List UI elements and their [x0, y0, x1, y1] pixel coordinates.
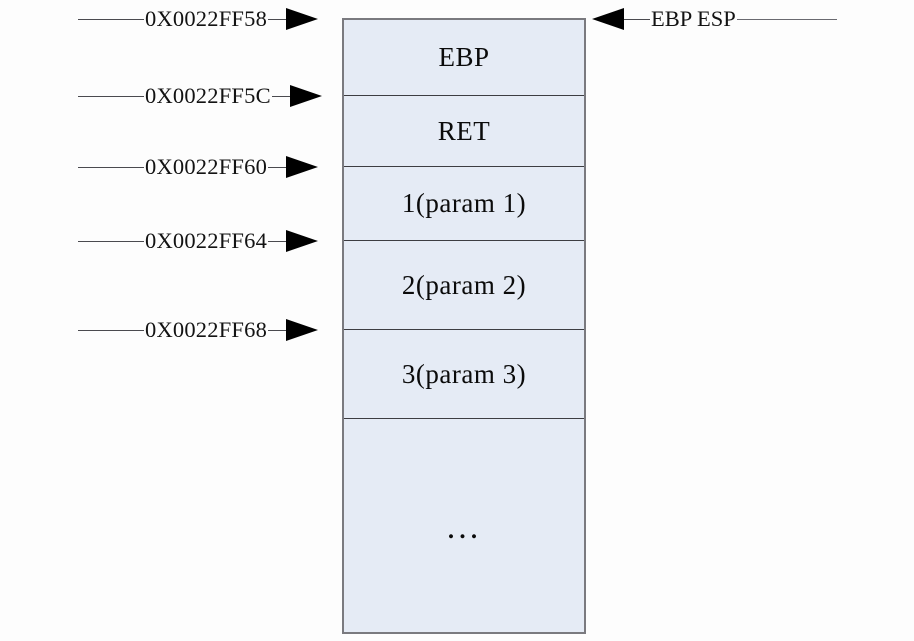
leader-line-segment: [268, 329, 287, 331]
leader-line-segment: [78, 329, 144, 331]
arrow-right-icon: [286, 319, 319, 341]
address-label: 0X0022FF5C: [145, 83, 271, 108]
stack-cell-label: 3(param 3): [401, 358, 527, 389]
register-label: EBP ESP: [651, 6, 736, 31]
leader-line-segment: [78, 18, 144, 20]
stack-cell-label: RET: [437, 115, 491, 146]
stack-cell-ebp: EBP: [344, 20, 584, 96]
leader-line-segment: [268, 166, 287, 168]
arrow-left-icon: [592, 8, 624, 30]
ellipsis-icon: ...: [446, 509, 482, 546]
stack-cell-label: 2(param 2): [401, 269, 527, 300]
address-leader-1: 0X0022FF5C: [0, 79, 322, 113]
arrow-right-icon: [286, 8, 319, 30]
leader-line-segment: [624, 18, 650, 20]
leader-line-segment: [268, 240, 287, 242]
leader-line-segment: [78, 166, 144, 168]
arrow-right-icon: [289, 85, 322, 107]
address-label: 0X0022FF68: [145, 317, 268, 342]
address-label: 0X0022FF58: [145, 6, 268, 31]
stack-cell-param-2: 2(param 2): [344, 241, 584, 330]
stack-cell-label: 1(param 1): [401, 188, 527, 218]
address-label: 0X0022FF64: [145, 228, 268, 253]
stack-cell-param-3: 3(param 3): [344, 330, 584, 419]
address-leader-3: 0X0022FF64: [0, 224, 319, 258]
stack-cell-remaining: ...: [344, 419, 584, 632]
stack-memory-box: EBP RET 1(param 1) 2(param 2) 3(param 3)…: [342, 18, 586, 634]
stack-cell-ret: RET: [344, 96, 584, 167]
stack-cell-param-1: 1(param 1): [344, 167, 584, 241]
arrow-right-icon: [286, 230, 319, 252]
leader-line-segment: [78, 95, 144, 97]
address-leader-2: 0X0022FF60: [0, 150, 319, 184]
stack-cell-label: EBP: [438, 42, 490, 72]
leader-line-segment: [78, 240, 144, 242]
leader-line-segment: [736, 18, 837, 20]
register-leader: EBP ESP: [592, 2, 837, 36]
address-leader-4: 0X0022FF68: [0, 313, 319, 347]
arrow-right-icon: [286, 156, 319, 178]
leader-line-segment: [268, 18, 287, 20]
address-leader-0: 0X0022FF58: [0, 2, 319, 36]
leader-line-segment: [271, 95, 290, 97]
address-label: 0X0022FF60: [145, 154, 268, 179]
